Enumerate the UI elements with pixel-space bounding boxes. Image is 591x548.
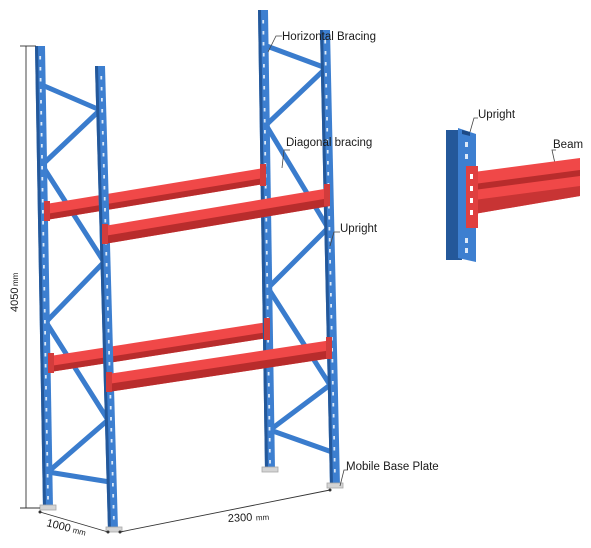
upright-perforations xyxy=(39,20,336,520)
depth-dimension: 1000 mm xyxy=(45,517,87,538)
height-unit: mm xyxy=(11,272,20,286)
depth-unit: mm xyxy=(72,526,87,538)
height-dimension: 4050 mm xyxy=(9,272,21,312)
base-plates xyxy=(39,466,344,533)
dimension-ticks xyxy=(38,488,332,534)
width-value: 2300 xyxy=(228,512,253,525)
detail-upright-label: Upright xyxy=(478,109,516,121)
mobile-base-plate-label: Mobile Base Plate xyxy=(346,461,439,473)
detail-connector-slots xyxy=(470,174,473,215)
detail-perforations xyxy=(465,142,468,253)
callout-leaders xyxy=(267,35,557,487)
detail-inset xyxy=(446,128,580,262)
upright-posts xyxy=(35,10,340,530)
depth-value: 1000 xyxy=(45,517,72,535)
right-frame-bracing xyxy=(261,42,335,455)
upright-label: Upright xyxy=(340,223,378,235)
front-beams xyxy=(44,164,332,392)
width-unit: mm xyxy=(256,513,270,523)
detail-beam-label: Beam xyxy=(553,139,583,151)
horizontal-bracing-label: Horizontal Bracing xyxy=(282,31,376,43)
height-value: 4050 xyxy=(9,288,21,312)
width-dimension: 2300 mm xyxy=(228,512,270,525)
rear-beams xyxy=(46,168,268,372)
dimension-lines xyxy=(20,45,331,533)
diagonal-bracing-label: Diagonal bracing xyxy=(286,137,372,149)
